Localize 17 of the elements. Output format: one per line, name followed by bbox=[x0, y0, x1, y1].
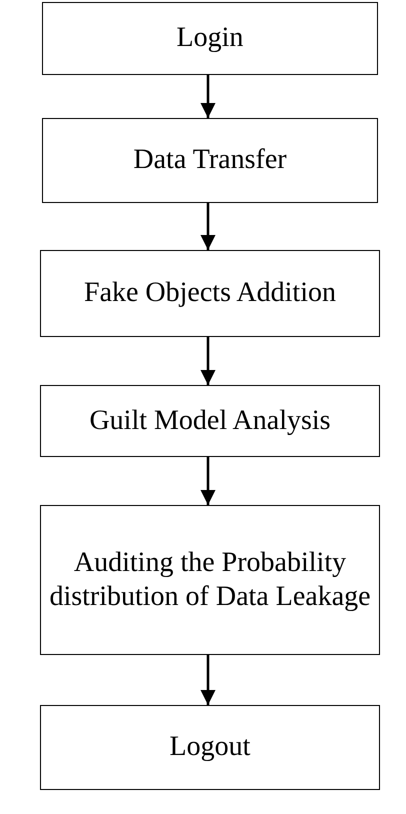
box-label: Fake Objects Addition bbox=[84, 276, 336, 310]
box-label: Login bbox=[176, 21, 244, 56]
box-label: Data Transfer bbox=[133, 143, 287, 178]
arrow bbox=[200, 203, 216, 250]
arrow bbox=[200, 457, 216, 505]
process-box bbox=[42, 2, 378, 75]
box-label: Auditing the Probability distribution of Data Leakage bbox=[49, 546, 371, 614]
process-box bbox=[40, 505, 380, 655]
process-box bbox=[40, 705, 380, 790]
arrow bbox=[200, 655, 216, 705]
box-label: Logout bbox=[170, 730, 250, 764]
arrow bbox=[200, 75, 216, 118]
process-box bbox=[40, 250, 380, 337]
arrow bbox=[200, 337, 216, 385]
box-label: Guilt Model Analysis bbox=[89, 404, 331, 438]
process-box bbox=[42, 118, 378, 203]
process-box bbox=[40, 385, 380, 457]
